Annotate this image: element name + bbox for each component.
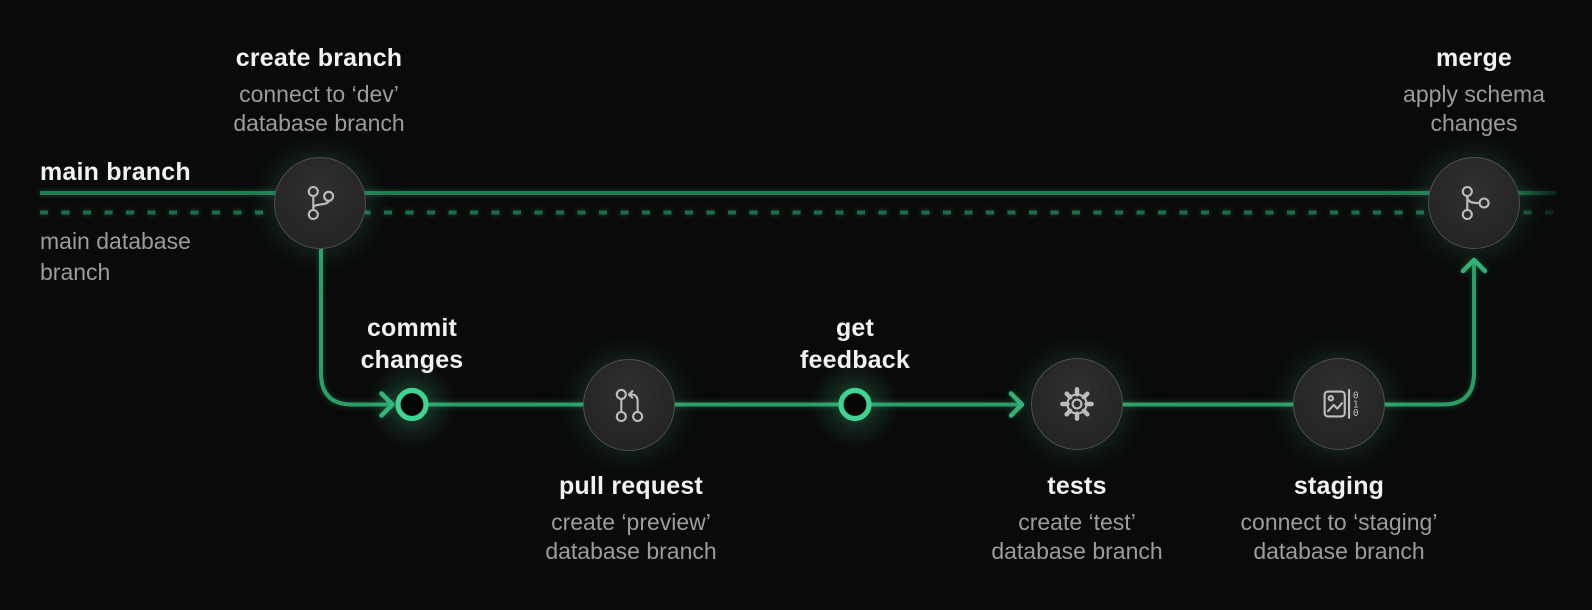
node-subtitle-line: database branch — [233, 110, 405, 136]
arrow-up-icon — [1460, 257, 1488, 274]
arrow-right-icon — [1008, 391, 1025, 418]
create-branch-label: create branch connect to ‘dev’ database … — [233, 42, 404, 138]
node-subtitle-line: create ‘test’ — [1018, 509, 1136, 535]
main-database-branch-label: main database branch — [40, 226, 191, 288]
svg-text:0: 0 — [1353, 391, 1359, 402]
node-subtitle-line: changes — [1430, 110, 1518, 136]
milestone-title-line: get — [835, 314, 875, 342]
node-title: create branch — [235, 44, 403, 72]
node-subtitle-line: connect to ‘staging’ — [1240, 509, 1438, 535]
staging-node: 0 1 0 — [1293, 358, 1385, 450]
node-title: tests — [1047, 472, 1107, 500]
milestone-title-line: changes — [360, 346, 464, 374]
lane-title: main branch — [40, 158, 191, 186]
git-merge-icon — [1461, 185, 1490, 221]
svg-text:1: 1 — [1353, 399, 1359, 410]
staging-label: staging connect to ‘staging’ database br… — [1241, 470, 1438, 566]
create-branch-node — [274, 157, 366, 249]
node-title: pull request — [558, 472, 704, 500]
git-branch-icon — [307, 185, 335, 221]
node-subtitle-line: database branch — [545, 538, 717, 564]
node-subtitle-line: create ‘preview’ — [551, 509, 711, 535]
tests-label: tests create ‘test’ database branch — [991, 470, 1162, 566]
merge-node — [1428, 157, 1520, 249]
staging-data-icon: 0 1 0 — [1323, 389, 1359, 419]
node-subtitle-line: apply schema — [1403, 81, 1545, 107]
get-feedback-label: get feedback — [800, 312, 910, 376]
milestone-title-line: commit — [366, 314, 458, 342]
node-subtitle-line: database branch — [991, 538, 1163, 564]
node-subtitle-line: database branch — [1253, 538, 1425, 564]
svg-text:0: 0 — [1353, 408, 1359, 419]
milestone-title-line: feedback — [800, 346, 910, 374]
feedback-milestone-ring — [838, 387, 872, 422]
main-branch-label: main branch — [40, 156, 191, 188]
commit-milestone-ring — [395, 387, 429, 422]
git-pull-request-icon — [615, 388, 644, 423]
node-title: merge — [1435, 44, 1513, 72]
node-title: staging — [1293, 472, 1385, 500]
commit-changes-label: commit changes — [361, 312, 464, 376]
gear-icon — [1060, 387, 1094, 421]
merge-label: merge apply schema changes — [1403, 42, 1545, 138]
node-subtitle-line: connect to ‘dev’ — [239, 81, 399, 107]
pull-request-label: pull request create ‘preview’ database b… — [545, 470, 716, 566]
tests-node — [1031, 358, 1123, 450]
pull-request-node — [583, 359, 675, 451]
lane-subtitle-line: main database — [40, 228, 191, 254]
lane-subtitle-line: branch — [40, 259, 111, 285]
